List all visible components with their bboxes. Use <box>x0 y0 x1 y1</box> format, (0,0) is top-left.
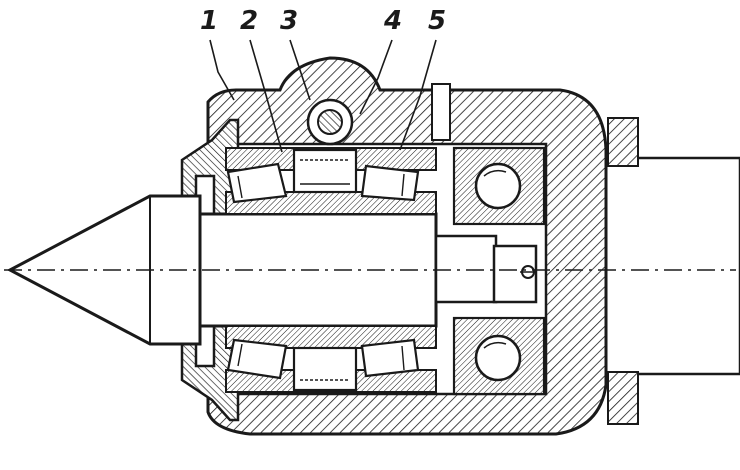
callout-5: 5 <box>428 6 447 36</box>
lower-ball-bearing <box>452 316 546 396</box>
end-nut <box>492 244 538 304</box>
spacer-ring <box>292 148 358 194</box>
roller <box>226 162 288 204</box>
callout-3: 3 <box>280 6 299 36</box>
callout-2: 2 <box>240 6 259 36</box>
callout-1: 1 <box>200 6 219 36</box>
callout-4: 4 <box>384 6 403 36</box>
roller <box>360 164 420 202</box>
lower-taper-roller-bearings <box>225 325 437 393</box>
shank <box>596 117 740 425</box>
spacer-ring <box>292 346 358 392</box>
callout-leaders <box>209 39 437 153</box>
roller <box>360 338 420 378</box>
roller <box>226 338 288 380</box>
upper-ball-bearing <box>452 146 546 226</box>
upper-taper-roller-bearings <box>225 147 437 215</box>
locking-pin <box>431 83 451 141</box>
